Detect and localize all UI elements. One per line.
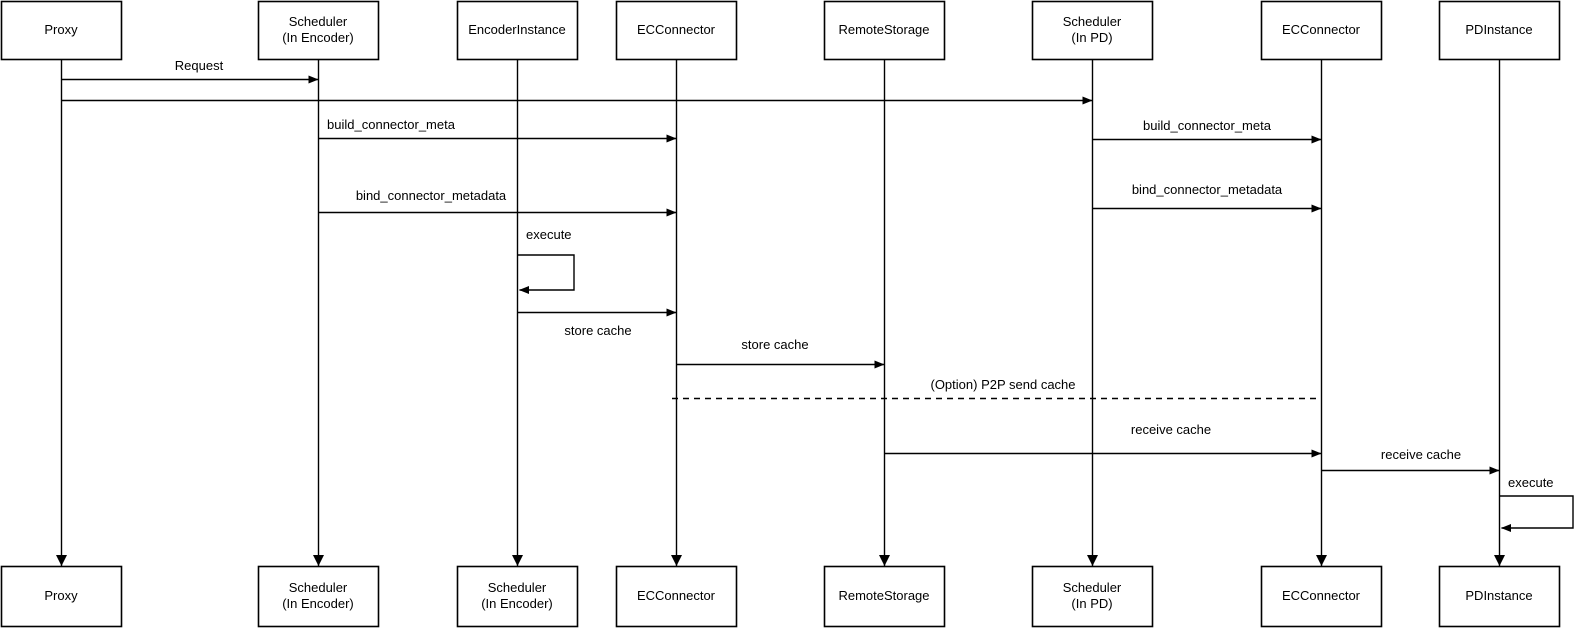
self-calls-group xyxy=(517,254,1574,532)
lifeline-end-arrow-sched_enc xyxy=(313,555,324,566)
message-label-m9: (Option) P2P send cache xyxy=(930,377,1076,392)
participant-name-ecc_left_b: ECConnector xyxy=(636,588,716,603)
participant-name-enc_inst_b: Scheduler xyxy=(487,580,547,595)
participant-name-pd_inst: PDInstance xyxy=(1465,22,1533,37)
participant-box-ecc_left_b[interactable] xyxy=(615,565,738,628)
messages-group xyxy=(61,75,1500,475)
participant-box-sched_enc_b[interactable] xyxy=(257,565,380,628)
participant-sub-sched_pd: (In PD) xyxy=(1071,30,1113,45)
message-label-m7: store cache xyxy=(564,323,632,338)
message-label-m5: bind_connector_metadata xyxy=(355,188,507,203)
participant-sub-enc_inst_b: (In Encoder) xyxy=(481,596,553,611)
participant-box-ecc_left[interactable] xyxy=(615,0,738,61)
participant-box-ecc_right_b[interactable] xyxy=(1260,565,1383,628)
message-label-m3: build_connector_meta xyxy=(327,117,455,132)
participant-name-enc_inst: EncoderInstance xyxy=(468,22,566,37)
participant-box-proxy_b[interactable] xyxy=(0,565,123,628)
message-label-m8: store cache xyxy=(741,337,809,352)
participant-name-proxy_b: Proxy xyxy=(44,588,78,603)
participant-box-proxy[interactable] xyxy=(0,0,123,61)
message-label-m1: Request xyxy=(174,58,224,73)
participant-box-sched_pd[interactable] xyxy=(1031,0,1154,61)
message-label-m10: receive cache xyxy=(1130,422,1212,437)
participant-box-enc_inst[interactable] xyxy=(456,0,579,61)
participant-name-pd_inst_b: PDInstance xyxy=(1465,588,1533,603)
participant-box-sched_enc[interactable] xyxy=(257,0,380,61)
participant-box-pd_inst_b[interactable] xyxy=(1438,565,1561,628)
participant-name-proxy: Proxy xyxy=(44,22,78,37)
message-label-m11: receive cache xyxy=(1380,447,1462,462)
lifeline-end-arrow-ecc_left xyxy=(671,555,682,566)
participant-box-enc_inst_b[interactable] xyxy=(456,565,579,628)
participant-name-ecc_left: ECConnector xyxy=(636,22,716,37)
lifeline-end-arrow-ecc_right xyxy=(1316,555,1327,566)
self-call-s2[interactable] xyxy=(1499,495,1574,532)
message-label-m6: bind_connector_metadata xyxy=(1131,182,1283,197)
participant-name-sched_enc_b: Scheduler xyxy=(288,580,348,595)
participant-box-remote_b[interactable] xyxy=(823,565,946,628)
participant-box-remote[interactable] xyxy=(823,0,946,61)
lifeline-end-arrow-remote xyxy=(879,555,890,566)
participant-name-ecc_right: ECConnector xyxy=(1281,22,1361,37)
participant-name-remote_b: RemoteStorage xyxy=(838,588,930,603)
participant-name-ecc_right_b: ECConnector xyxy=(1281,588,1361,603)
participant-sub-sched_enc: (In Encoder) xyxy=(282,30,354,45)
participant-box-sched_pd_b[interactable] xyxy=(1031,565,1154,628)
participant-sub-sched_pd_b: (In PD) xyxy=(1071,596,1113,611)
lifelines-group xyxy=(56,60,1505,566)
participant-box-ecc_right[interactable] xyxy=(1260,0,1383,61)
self-call-label-s2: execute xyxy=(1508,475,1554,490)
lifeline-end-arrow-enc_inst xyxy=(512,555,523,566)
message-label-m4: build_connector_meta xyxy=(1143,118,1271,133)
participant-name-sched_pd_b: Scheduler xyxy=(1062,580,1122,595)
participant-name-sched_enc: Scheduler xyxy=(288,14,348,29)
lifeline-end-arrow-pd_inst xyxy=(1494,555,1505,566)
participant-name-sched_pd: Scheduler xyxy=(1062,14,1122,29)
self-call-s1[interactable] xyxy=(517,254,575,294)
lifeline-end-arrow-sched_pd xyxy=(1087,555,1098,566)
participant-box-pd_inst[interactable] xyxy=(1438,0,1561,61)
participant-sub-sched_enc_b: (In Encoder) xyxy=(282,596,354,611)
lifeline-end-arrow-proxy xyxy=(56,555,67,566)
participant-name-remote: RemoteStorage xyxy=(838,22,930,37)
self-call-label-s1: execute xyxy=(526,227,572,242)
